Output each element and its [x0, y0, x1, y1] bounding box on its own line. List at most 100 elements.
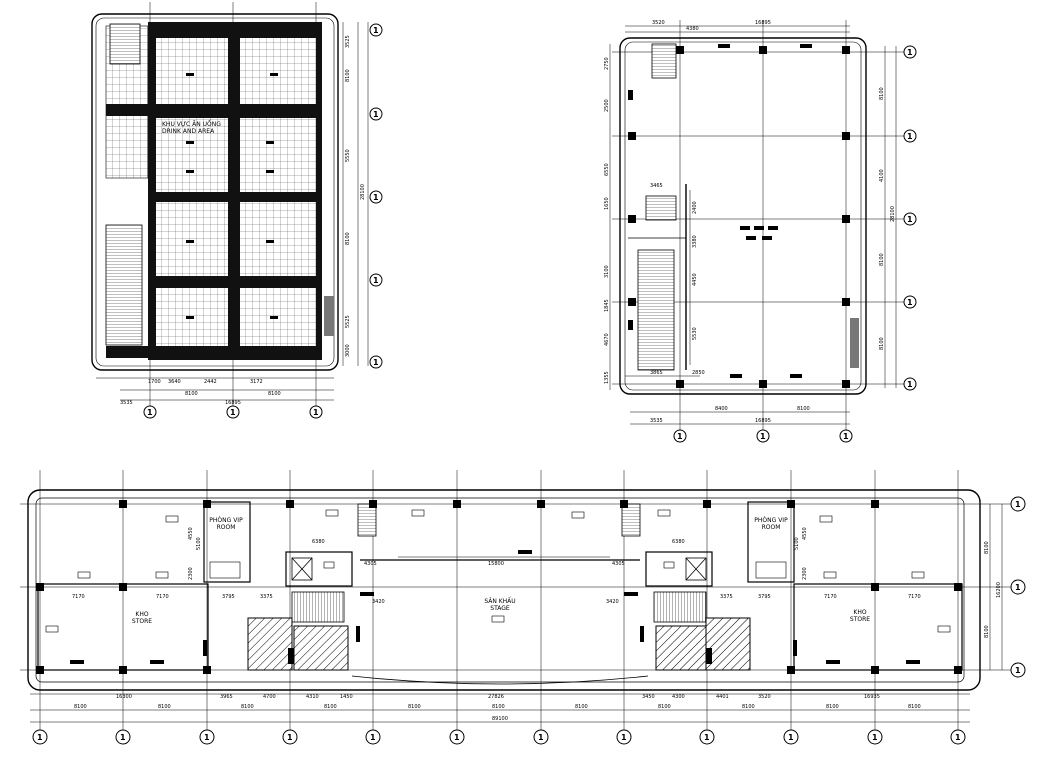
dim-total-bottom: 89100	[492, 716, 508, 722]
tl-dim-bottom-3: 3172	[250, 379, 263, 385]
axis-bubble: 1	[756, 429, 770, 443]
room-store-right-en: STORE	[850, 616, 870, 623]
tl-dim-bottom-0: 1700	[148, 379, 161, 385]
axis-bubble: 1	[199, 729, 215, 745]
tr-dim-right-0: 8100	[879, 87, 885, 100]
tl-room-label-en: DRINK AND AREA	[162, 128, 215, 135]
axis-bubble: 1	[903, 377, 917, 391]
dim-row1-7: 4300	[672, 694, 685, 700]
svg-text:1: 1	[373, 276, 379, 285]
dim-3420-a: 3420	[372, 599, 385, 605]
tl-dim-right-1: 8100	[345, 69, 351, 82]
axis-bubble: 1	[365, 729, 381, 745]
dim-total-right: 16200	[996, 582, 1002, 598]
axis-bubble: 1	[143, 405, 157, 419]
tr-dim-bottom-total: 16895	[755, 418, 771, 424]
dim-row2-4: 8100	[408, 704, 421, 710]
svg-text:1: 1	[313, 408, 319, 417]
axis-bubble: 1	[369, 355, 383, 369]
svg-text:1: 1	[1015, 500, 1021, 509]
dim-7170-c: 7170	[824, 594, 837, 600]
tr-dim-bottom-0: 8400	[715, 406, 728, 412]
axis-bubble: 1	[950, 729, 966, 745]
svg-text:1: 1	[1015, 583, 1021, 592]
axis-bubble: 1	[903, 295, 917, 309]
svg-text:1: 1	[907, 48, 913, 57]
bottom-axis-bubbles-right: 1 1 1	[1010, 496, 1026, 678]
room-vip-left-en: ROOM	[217, 524, 236, 531]
axis-bubble: 1	[309, 405, 323, 419]
tl-axis-bubbles: 1 1 1 1 1	[369, 23, 383, 369]
svg-text:1: 1	[37, 733, 43, 742]
dim-row1-2: 4700	[263, 694, 276, 700]
plan-top-left: KHU VỰC ĂN UỐNG DRINK AND AREA 3525 8100…	[91, 2, 383, 419]
svg-text:1: 1	[373, 26, 379, 35]
tr-dim-top-total: 16895	[755, 20, 771, 26]
dim-row1-0: 16300	[116, 694, 132, 700]
room-vip-right-en: ROOM	[762, 524, 781, 531]
dim-6380-a: 6380	[312, 539, 325, 545]
dim-2300-b: 2300	[802, 567, 808, 580]
svg-text:1: 1	[230, 408, 236, 417]
axis-bubble: 1	[369, 23, 383, 37]
tl-dim-right-0: 3525	[345, 35, 351, 48]
tr-dim-left-2: 6550	[604, 163, 610, 176]
svg-text:1: 1	[704, 733, 710, 742]
tr-dim-total-right: 28100	[890, 206, 896, 222]
dim-3795-a: 3795	[222, 594, 235, 600]
tl-dim-right-3: 8100	[345, 232, 351, 245]
tl-axis-bubbles-bottom: 1 1 1	[143, 405, 323, 419]
tl-dim-right-5: 3000	[345, 344, 351, 357]
axis-bubble: 1	[533, 729, 549, 745]
axis-bubble: 1	[783, 729, 799, 745]
tr-dim-right-3: 8100	[879, 337, 885, 350]
axis-bubble: 1	[369, 107, 383, 121]
svg-text:1: 1	[120, 733, 126, 742]
dim-7170-a: 7170	[72, 594, 85, 600]
tl-dim-right-4: 5525	[345, 315, 351, 328]
tr-dim-top-0: 3520	[652, 20, 665, 26]
dim-row1-3: 4310	[306, 694, 319, 700]
tr-dim-left-7: 1355	[604, 371, 610, 384]
dim-4550-b: 4550	[802, 527, 808, 540]
svg-text:1: 1	[454, 733, 460, 742]
dim-row2-6: 8100	[575, 704, 588, 710]
tr-dim-right-1: 4100	[879, 169, 885, 182]
svg-text:1: 1	[872, 733, 878, 742]
tr-dim-stair-1: 2400	[692, 201, 698, 214]
tr-dim-bottom-inner-1: 2850	[692, 370, 705, 376]
tr-dim-left-4: 3100	[604, 265, 610, 278]
tr-dim-stair-0: 3465	[650, 183, 663, 189]
axis-bubble: 1	[673, 429, 687, 443]
dim-row1-6: 3450	[642, 694, 655, 700]
svg-text:1: 1	[147, 408, 153, 417]
dim-right-0: 8100	[984, 541, 990, 554]
tr-dim-right-2: 8100	[879, 253, 885, 266]
room-stage-vn: SÂN KHẤU	[484, 597, 515, 605]
tl-dim-bottom-1: 3640	[168, 379, 181, 385]
axis-bubble: 1	[115, 729, 131, 745]
tl-dim-bottom-4: 8100	[185, 391, 198, 397]
dim-4305-a: 4305	[364, 561, 377, 567]
tl-dim-bottom-2: 2442	[204, 379, 217, 385]
plan-bottom: PHÒNG VIP ROOM PHÒNG VIP ROOM KHO STORE …	[20, 470, 1026, 745]
tr-dim-stair-2: 3380	[692, 235, 698, 248]
tr-dim-stair-3: 4450	[692, 273, 698, 286]
dim-4305-b: 4305	[612, 561, 625, 567]
dim-3420-b: 3420	[606, 599, 619, 605]
tl-room-label-vn: KHU VỰC ĂN UỐNG	[162, 120, 221, 128]
svg-text:1: 1	[843, 432, 849, 441]
dim-5100-a: 5100	[196, 537, 202, 550]
dim-row2-0: 8100	[74, 704, 87, 710]
tr-dim-left-0: 2750	[604, 57, 610, 70]
axis-bubble: 1	[1010, 579, 1026, 595]
tl-dim-bottom-5: 8100	[268, 391, 281, 397]
dim-3375-b: 3375	[720, 594, 733, 600]
axis-bubble: 1	[32, 729, 48, 745]
axis-bubble: 1	[449, 729, 465, 745]
dim-7170-b: 7170	[156, 594, 169, 600]
tr-dim-left-edge: 3535	[650, 418, 663, 424]
dim-row2-5: 8100	[492, 704, 505, 710]
bottom-axis-bubbles: 1 1 1 1 1 1 1 1 1 1 1 1	[32, 729, 966, 745]
dim-row2-9: 8100	[826, 704, 839, 710]
